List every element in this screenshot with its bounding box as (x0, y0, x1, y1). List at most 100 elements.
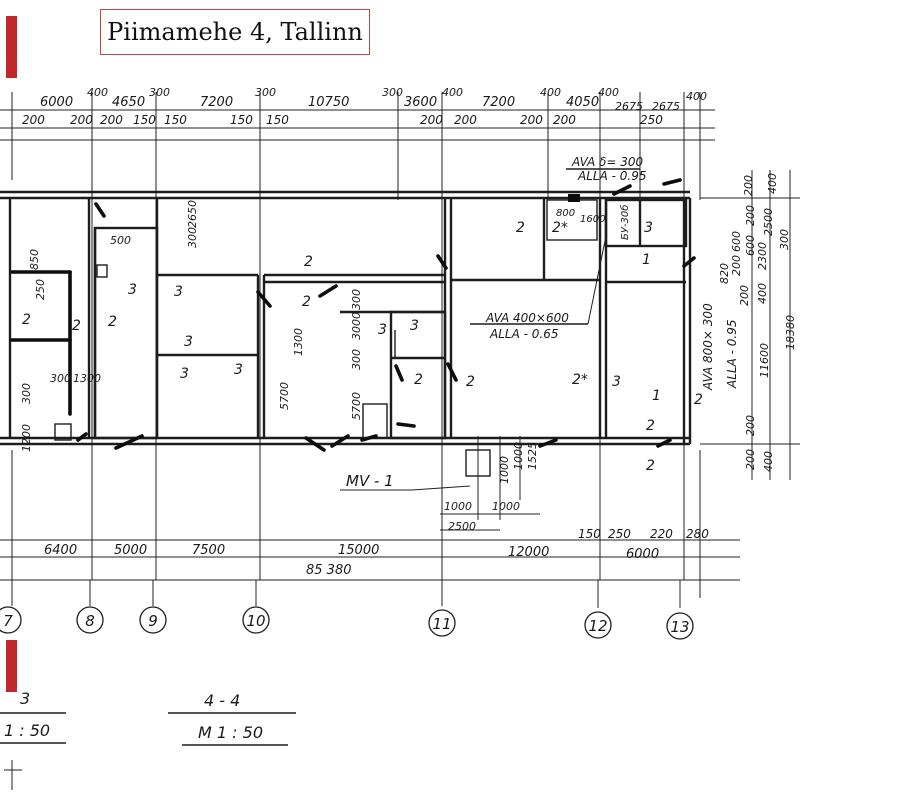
bottom-dim: 12000 (508, 545, 549, 560)
opening-right-line2: ALLA - 0.95 (725, 320, 739, 389)
svg-text:1525: 1525 (526, 442, 539, 470)
room-mark: 2 (466, 374, 475, 390)
svg-text:5700: 5700 (278, 382, 291, 410)
dim-3600: 3600 (404, 95, 437, 110)
room-mark: 3 (612, 374, 621, 390)
dim-400-e: 400 (686, 90, 707, 103)
room-mark: 3 (128, 282, 137, 298)
top-dimension-row-2: 200 200 200 150 150 150 150 200 200 200 … (22, 113, 663, 127)
section-4-title: 4 - 4 (204, 691, 240, 710)
svg-text:150: 150 (133, 113, 156, 127)
svg-text:3000: 3000 (350, 312, 363, 340)
dim-4650: 4650 (112, 95, 145, 110)
svg-text:1000: 1000 (492, 500, 520, 513)
walls (0, 190, 692, 446)
top-dimension-row-1: 6000 400 4650 300 7200 300 10750 300 360… (40, 86, 707, 113)
svg-text:18380: 18380 (784, 315, 797, 350)
room-marks: 2 2 3 3 2 3 3 3 2 2 3 3 2 2 2 2* 2* 3 3 … (22, 220, 703, 474)
room-mark: 1 (652, 388, 661, 404)
room-mark: 2 (304, 254, 313, 270)
axis-label: 8 (85, 612, 95, 630)
svg-text:200: 200 (744, 415, 757, 436)
section-3-scale: 1 : 50 (4, 721, 50, 740)
dim-7200-a: 7200 (200, 95, 233, 110)
svg-text:11600: 11600 (758, 343, 771, 378)
room-mark: 3 (180, 366, 189, 382)
svg-text:2500: 2500 (762, 208, 775, 236)
dim-300-a: 300 (149, 86, 170, 99)
room-mark: 3 (410, 318, 419, 334)
dim-300-c: 300 (382, 86, 403, 99)
svg-text:150: 150 (578, 527, 601, 541)
dim-300-b: 300 (255, 86, 276, 99)
opening-top-line1: AVA δ= 300 (571, 155, 644, 169)
svg-text:300: 300 (20, 383, 33, 404)
opening-top-line2: ALLA - 0.95 (577, 169, 646, 183)
svg-text:500: 500 (110, 234, 131, 247)
section-detail (340, 436, 540, 531)
svg-text:250: 250 (34, 279, 47, 300)
dim-6000: 6000 (40, 95, 73, 110)
bottom-dim: 6000 (626, 547, 659, 562)
room-mark: 2 (302, 294, 311, 310)
svg-text:200: 200 (22, 113, 45, 127)
opening-middle-line2: ALLA - 0.65 (489, 327, 558, 341)
room-mark: 2* (552, 220, 568, 236)
dim-7200-b: 7200 (482, 95, 515, 110)
section-titles: 3 1 : 50 4 - 4 M 1 : 50 (0, 689, 296, 790)
svg-text:300: 300 (186, 227, 199, 248)
room-mark: 3 (174, 284, 183, 300)
svg-text:400: 400 (756, 283, 769, 304)
dim-2675-a: 2675 (615, 100, 643, 113)
room-mark: 3 (378, 322, 387, 338)
svg-text:1000: 1000 (498, 456, 511, 484)
svg-text:200: 200 (100, 113, 123, 127)
accent-bar-bottom (6, 640, 17, 692)
svg-text:2650: 2650 (186, 200, 199, 228)
svg-text:1300: 1300 (73, 372, 101, 385)
accent-bar-top (6, 16, 17, 78)
svg-text:200: 200 (744, 205, 757, 226)
svg-text:220: 220 (650, 527, 673, 541)
svg-text:200: 200 (744, 449, 757, 470)
svg-text:200: 200 (420, 113, 443, 127)
axis-label: 7 (3, 612, 13, 630)
section-4-scale: M 1 : 50 (198, 723, 263, 742)
svg-text:5700: 5700 (350, 392, 363, 420)
dim-400-c: 400 (540, 86, 561, 99)
axis-label: 13 (670, 618, 689, 636)
svg-text:200: 200 (553, 113, 576, 127)
svg-text:800: 800 (556, 208, 575, 219)
dim-400-a: 400 (87, 86, 108, 99)
svg-text:1600: 1600 (580, 214, 605, 225)
dim-2675-b: 2675 (652, 100, 680, 113)
svg-text:1200: 1200 (20, 424, 33, 452)
right-side-dimensions (700, 170, 800, 480)
svg-text:300: 300 (350, 349, 363, 370)
room-mark: 2 (22, 312, 31, 328)
svg-text:600: 600 (744, 235, 757, 256)
interior-dimensions: 500 850 250 300 1300 300 1200 300 2650 3… (20, 200, 363, 452)
svg-text:1000: 1000 (512, 442, 525, 470)
room-mark: 2 (694, 392, 703, 408)
svg-text:300: 300 (778, 229, 791, 250)
axis-label: 11 (432, 615, 451, 633)
svg-text:1300: 1300 (292, 328, 305, 356)
room-mark: 3 (184, 334, 193, 350)
bottom-dim: 5000 (114, 543, 147, 558)
svg-text:600: 600 (730, 231, 743, 252)
svg-text:2300: 2300 (756, 242, 769, 270)
room-mark: 3 (644, 220, 653, 236)
axis-label: 12 (588, 617, 607, 635)
svg-text:2500: 2500 (448, 520, 476, 533)
door-marks (10, 178, 696, 452)
svg-text:820: 820 (718, 263, 731, 284)
svg-text:150: 150 (164, 113, 187, 127)
svg-text:400: 400 (762, 451, 775, 472)
opening-notes: AVA δ= 300 ALLA - 0.95 AVA 400×600 ALLA … (470, 155, 739, 391)
svg-text:280: 280 (686, 527, 709, 541)
svg-text:250: 250 (640, 113, 663, 127)
svg-text:200: 200 (742, 175, 755, 196)
svg-text:БУ-30б: БУ-30б (619, 205, 631, 240)
